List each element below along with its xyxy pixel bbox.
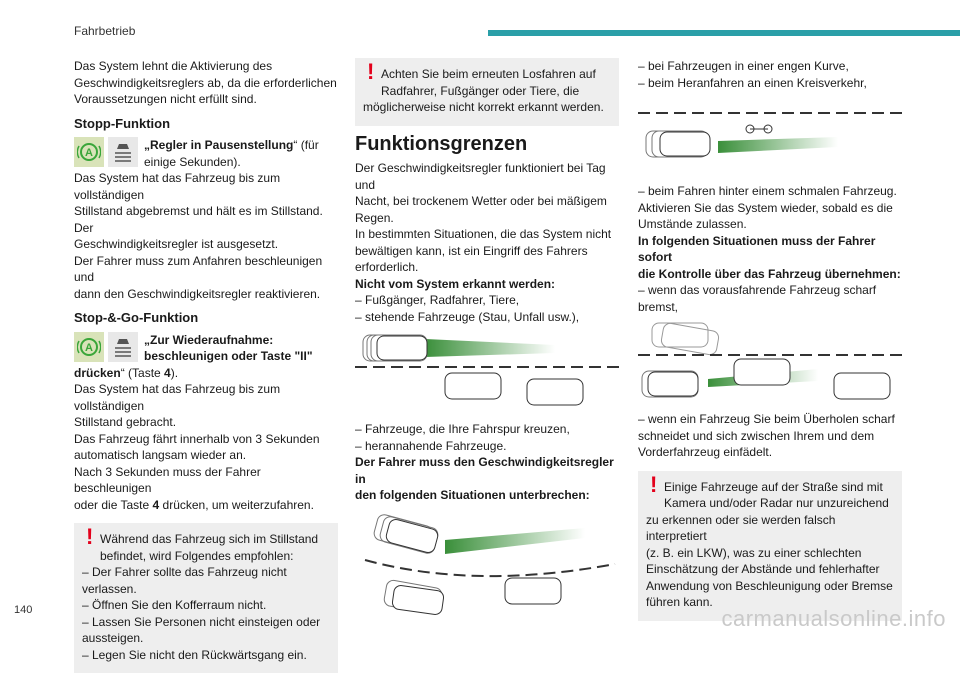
warning-line: aussteigen. (82, 631, 144, 645)
list-item: Vorderfahrzeug einfädelt. (638, 445, 773, 459)
header-accent-bar (488, 30, 960, 36)
body-line: erforderlich. (355, 260, 419, 274)
stopgo-heading: Stop-&-Go-Funktion (74, 310, 199, 325)
body-line: automatisch langsam wieder an. (74, 448, 247, 462)
adaptive-cruise-a-icon: A (74, 331, 104, 362)
stopgo-status-text-3: drücken (74, 365, 121, 380)
stopgo-status-text-2: beschleunigen oder Taste "II" (144, 349, 313, 363)
body-line: Umstände zulassen. (638, 217, 747, 231)
column-1: Das System lehnt die Aktivierung des Ges… (74, 58, 338, 673)
body-line: Regen. (355, 210, 394, 225)
cruise-paused-icon (108, 137, 138, 167)
warning-line: Anwendung von Beschleunigung oder Bremse (646, 578, 893, 593)
column-2: ! Achten Sie beim erneuten Losfahren auf… (355, 58, 619, 632)
watermark: carmanualsonline.info (721, 606, 946, 631)
list-item: schneidet und sich zwischen Ihrem und de… (638, 428, 875, 443)
list-item: – beim Heranfahren an einen Kreisverkehr… (638, 75, 867, 90)
warning-line: verlassen. (82, 581, 137, 596)
warning-line: Einschätzung der Abstände und fehlerhaft… (646, 562, 880, 576)
warning-icon: ! (367, 59, 375, 84)
stopp-status-duration: einige Sekunden). (144, 154, 241, 169)
warning-line: führen kann. (646, 595, 713, 609)
body-line: Geschwindigkeitsregler ist ausgesetzt. (74, 237, 279, 251)
body-line: Der Geschwindigkeitsregler funktioniert … (355, 161, 606, 192)
warning-line: befindet, wird Folgendes empfohlen: (100, 548, 294, 563)
warning-box: ! Achten Sie beim erneuten Losfahren auf… (355, 58, 619, 126)
key-number: 4 (152, 497, 160, 512)
adaptive-cruise-a-icon: A (74, 137, 104, 167)
subheading: die Kontrolle über das Fahrzeug übernehm… (638, 266, 901, 281)
body-line: oder die Taste (74, 497, 153, 512)
subheading: In folgenden Situationen muss der Fahrer… (638, 233, 876, 265)
svg-text:A: A (85, 342, 93, 354)
body-line: Das Fahrzeug fährt innerhalb von 3 Sekun… (74, 431, 320, 446)
body-line: Nacht, bei trockenem Wetter oder bei mäß… (355, 194, 607, 208)
list-item: – Fahrzeuge, die Ihre Fahrspur kreuzen, (355, 422, 570, 436)
warning-line: Während das Fahrzeug sich im Stillstand (100, 532, 319, 546)
stopgo-key-number: 4 (164, 365, 171, 380)
warning-line: Radfahrer, Fußgänger oder Tiere, die (381, 83, 580, 98)
subheading: Der Fahrer muss den Geschwindigkeitsregl… (355, 455, 614, 486)
cut-in-illustration (638, 322, 902, 400)
warning-line: (z. B. ein LKW), was zu einer schlechten (646, 545, 862, 560)
stopp-icon-row: A „Regler in Pausenstellung“ (für einige… (74, 137, 338, 170)
intro-line: Voraussetzungen nicht erfüllt sind. (74, 92, 257, 106)
body-line: In bestimmten Situationen, die das Syste… (355, 227, 612, 241)
warning-line: – Legen Sie nicht den Rückwärtsgang ein. (82, 647, 307, 662)
list-item: bremst, (638, 299, 679, 314)
warning-line: – Lassen Sie Personen nicht einsteigen o… (82, 614, 321, 629)
body-line: Der Fahrer muss zum Anfahren beschleunig… (74, 253, 323, 285)
svg-text:A: A (85, 147, 93, 159)
list-item: – wenn ein Fahrzeug Sie beim Überholen s… (638, 412, 895, 426)
warning-line: Kamera und/oder Radar nur unzureichend (664, 496, 889, 510)
warning-box: ! Einige Fahrzeuge auf der Straße sind m… (638, 470, 902, 621)
curve-illustration (364, 513, 616, 615)
section-title: Fahrbetrieb (74, 24, 136, 38)
body-line: Stillstand abgebremst und hält es im Sti… (74, 204, 323, 235)
list-item: – wenn das vorausfahrende Fahrzeug schar… (638, 283, 877, 297)
warning-line: zu erkennen oder sie werden falsch inter… (646, 512, 836, 544)
cruise-resume-icon (108, 331, 138, 362)
section-heading: Funktionsgrenzen (355, 132, 528, 155)
warning-line: Achten Sie beim erneuten Losfahren auf (381, 67, 596, 81)
narrow-vehicle-illustration (638, 112, 902, 158)
body-line: Das System hat das Fahrzeug bis zum voll… (74, 382, 281, 413)
body-line: Nach 3 Sekunden muss der Fahrer beschleu… (74, 464, 261, 496)
intro-line: Geschwindigkeitsreglers ab, da die erfor… (74, 75, 337, 90)
subheading: den folgenden Situationen unterbrechen: (355, 488, 590, 502)
column-3: – bei Fahrzeugen in einer engen Kurve, –… (638, 58, 902, 621)
warning-icon: ! (650, 471, 658, 497)
stationary-vehicle-illustration (355, 334, 619, 406)
list-item: – Fußgänger, Radfahrer, Tiere, (355, 293, 520, 307)
stopgo-status-text: „Zur Wiederaufnahme: (144, 332, 274, 347)
stopp-status-text: „Regler in Pausenstellung (144, 138, 294, 152)
list-item: – beim Fahren hinter einem schmalen Fahr… (638, 184, 897, 198)
body-line: Stillstand gebracht. (74, 415, 177, 429)
warning-line: Einige Fahrzeuge auf der Straße sind mit (664, 479, 883, 494)
body-line: dann den Geschwindigkeitsregler reaktivi… (74, 286, 321, 301)
list-item: – bei Fahrzeugen in einer engen Kurve, (638, 59, 849, 73)
intro-line: Das System lehnt die Aktivierung des (74, 59, 273, 73)
stopgo-key-close: ). (170, 365, 179, 380)
body-line: Das System hat das Fahrzeug bis zum voll… (74, 171, 281, 202)
stopgo-icon-row: A „Zur Wiederaufnahme: beschleunigen ode… (74, 331, 338, 365)
warning-line: möglicherweise nicht korrekt erkannt wer… (363, 100, 604, 114)
warning-line: – Der Fahrer sollte das Fahrzeug nicht (82, 565, 287, 579)
warning-box: ! Während das Fahrzeug sich im Stillstan… (74, 523, 338, 673)
subheading: Nicht vom System erkannt werden: (355, 276, 556, 291)
body-line: bewältigen kann, ist ein Eingriff des Fa… (355, 243, 588, 258)
stopgo-key-ref: “ (Taste (120, 365, 165, 380)
body-line: Aktivieren Sie das System wieder, sobald… (638, 200, 893, 215)
list-item: – stehende Fahrzeuge (Stau, Unfall usw.)… (355, 309, 580, 324)
page-number: 140 (14, 604, 33, 616)
body-line-tail: drücken, um weiterzufahren. (159, 497, 314, 512)
list-item: – herannahende Fahrzeuge. (355, 438, 507, 453)
stopp-status-suffix: “ (für (293, 138, 319, 152)
stopp-heading: Stopp-Funktion (74, 115, 171, 131)
warning-line: – Öffnen Sie den Kofferraum nicht. (82, 598, 267, 612)
warning-icon: ! (86, 524, 94, 549)
